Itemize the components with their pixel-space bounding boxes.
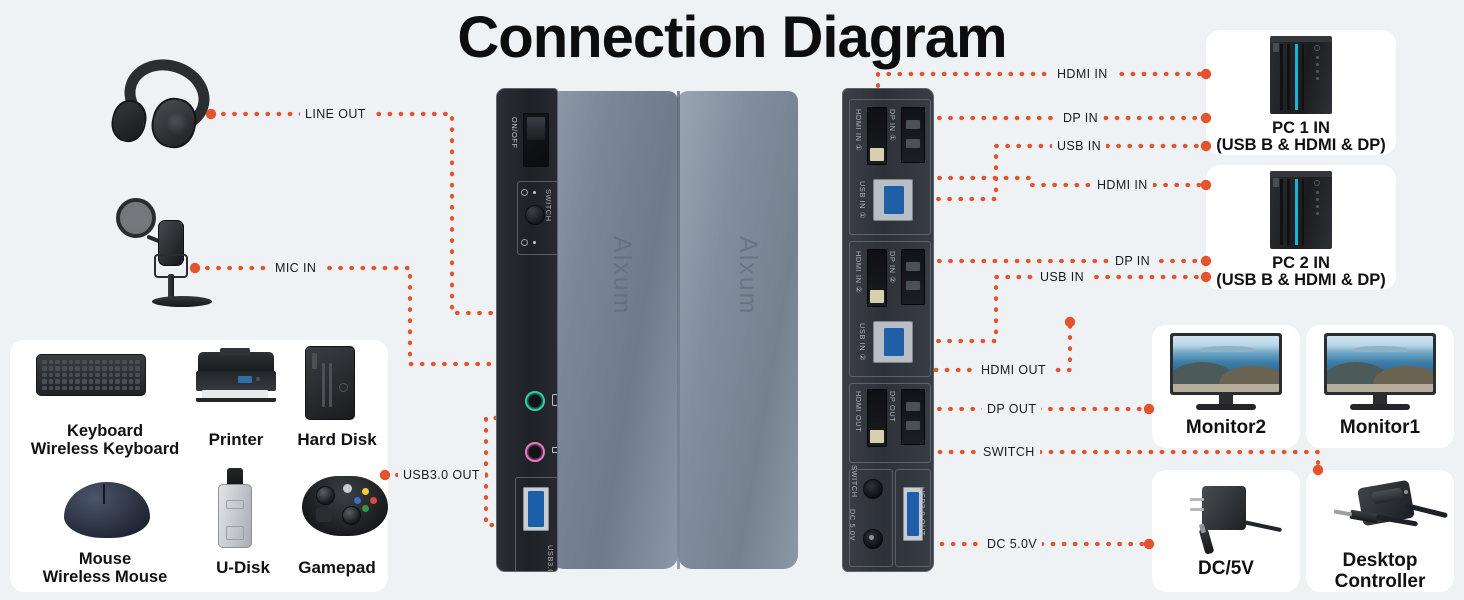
label-dp-in-2-port: DP IN ② xyxy=(888,251,897,284)
peripherals-card: Keyboard Wireless Keyboard Printer Hard … xyxy=(10,340,388,592)
label-dc-5v-port: DC 5.0V xyxy=(848,509,857,542)
pc2-name: PC 2 IN xyxy=(1272,254,1330,272)
pc1-detail: (USB B & HDMI & DP) xyxy=(1216,136,1386,154)
page-title: Connection Diagram xyxy=(457,5,1007,70)
pc2-detail: (USB B & HDMI & DP) xyxy=(1216,271,1386,289)
dp-in-2-port[interactable] xyxy=(901,249,925,305)
monitor2-card: Monitor2 xyxy=(1152,325,1300,448)
brand-logo: Alxum xyxy=(608,236,636,316)
peripheral-label-keyboard: Keyboard Wireless Keyboard xyxy=(30,422,180,459)
headphones-icon xyxy=(106,49,226,154)
peripheral-label-gamepad: Gamepad xyxy=(298,558,376,577)
label-usb3-out: USB3.0 OUT xyxy=(398,468,485,482)
switch-jack-port[interactable] xyxy=(863,479,883,499)
monitor-icon-2 xyxy=(1170,333,1282,411)
hdmi-in-2-port[interactable] xyxy=(867,249,887,307)
label-dp-in-1: DP IN xyxy=(1058,111,1104,125)
hdmi-out-port[interactable] xyxy=(867,389,887,447)
usb-flash-drive-icon xyxy=(218,468,268,552)
pc2-card: PC 2 IN (USB B & HDMI & DP) xyxy=(1206,165,1396,290)
label-dc-5v: DC 5.0V xyxy=(982,537,1043,551)
printer-icon xyxy=(194,348,278,402)
desktop-controller-name: Desktop Controller xyxy=(1334,550,1426,593)
usb-in-1-port[interactable] xyxy=(873,179,913,221)
peripheral-label-mouse: Mouse Wireless Mouse xyxy=(42,550,168,587)
label-dp-in-1-port: DP IN ① xyxy=(888,109,897,142)
label-on-off: ON/OFF xyxy=(510,117,519,149)
label-usb-in-1: USB IN xyxy=(1052,139,1107,153)
mouse-icon xyxy=(60,480,160,540)
brand-logo-2: Alxum xyxy=(734,236,762,316)
mic-in-jack[interactable] xyxy=(525,442,545,462)
dp-in-1-port[interactable] xyxy=(901,107,925,163)
pc-tower-icon-1 xyxy=(1270,36,1332,114)
label-hdmi-in-2: HDMI IN xyxy=(1092,178,1153,192)
monitor-icon-1 xyxy=(1324,333,1436,411)
label-dp-in-2: DP IN xyxy=(1110,254,1156,268)
pc1-card: PC 1 IN (USB B & HDMI & DP) xyxy=(1206,30,1396,155)
usb-in-2-port[interactable] xyxy=(873,321,913,363)
microphone-icon xyxy=(110,192,220,314)
dp-out-port[interactable] xyxy=(901,389,925,445)
label-hdmi-out: HDMI OUT xyxy=(976,363,1051,377)
hdmi-in-1-port[interactable] xyxy=(867,107,887,165)
device-rear-panel: HDMI IN ① DP IN ① USB IN ① HDMI IN ② DP … xyxy=(842,88,934,572)
switch-group-box xyxy=(517,181,557,255)
device-front-panel: ON/OFF SWITCH USB3.0 OUT xyxy=(496,88,558,572)
device-body-right: Alxum xyxy=(678,91,798,569)
power-adapter-icon xyxy=(1178,480,1282,555)
peripheral-label-u-disk: U-Disk xyxy=(216,558,270,577)
label-hdmi-in-1-port: HDMI IN ① xyxy=(854,109,863,152)
gamepad-icon xyxy=(300,472,394,542)
device-body-left: Alxum xyxy=(550,91,678,569)
monitor1-card: Monitor1 xyxy=(1306,325,1454,448)
peripheral-label-printer: Printer xyxy=(208,430,264,449)
device-seam xyxy=(677,91,680,569)
power-rocker-switch[interactable] xyxy=(523,113,549,167)
pc-tower-icon-2 xyxy=(1270,171,1332,249)
label-usb-in-2: USB IN xyxy=(1035,270,1090,284)
label-line-out: LINE OUT xyxy=(300,107,371,121)
label-hdmi-in-1: HDMI IN xyxy=(1052,67,1113,81)
dc-adapter-name: DC/5V xyxy=(1198,558,1254,579)
hard-disk-icon xyxy=(305,346,355,420)
label-usb3-out-rear: USB3.0 OUT xyxy=(918,487,927,537)
peripheral-label-hard-disk: Hard Disk xyxy=(297,430,377,449)
label-mic-in: MIC IN xyxy=(270,261,322,275)
label-hdmi-in-2-port: HDMI IN ② xyxy=(854,251,863,294)
label-switch-port: SWITCH xyxy=(850,465,859,498)
label-dp-out: DP OUT xyxy=(982,402,1042,416)
label-dp-out-port: DP OUT xyxy=(888,391,897,423)
kvm-switch-device: Alxum Alxum ON/OFF SWITCH USB3.0 OUT xyxy=(492,88,952,576)
desktop-controller-card: Desktop Controller xyxy=(1306,470,1454,592)
label-switch-front: SWITCH xyxy=(544,189,553,222)
desktop-controller-icon xyxy=(1320,479,1448,546)
keyboard-icon xyxy=(36,354,146,396)
line-out-jack[interactable] xyxy=(525,391,545,411)
pc1-name: PC 1 IN xyxy=(1272,119,1330,137)
label-usb3-out-front: USB3.0 OUT xyxy=(546,545,555,572)
switch-dc-group xyxy=(849,469,893,567)
usb3-out-port-1[interactable] xyxy=(523,487,549,531)
dc-adapter-card: DC/5V xyxy=(1152,470,1300,592)
monitor2-name: Monitor2 xyxy=(1185,417,1267,438)
monitor1-name: Monitor1 xyxy=(1339,417,1421,438)
label-hdmi-out-port: HDMI OUT xyxy=(854,391,863,433)
label-usb-in-2-port: USB IN ② xyxy=(858,323,867,362)
switch-button[interactable] xyxy=(525,205,545,225)
label-switch: SWITCH xyxy=(978,445,1040,459)
label-usb-in-1-port: USB IN ① xyxy=(858,181,867,220)
